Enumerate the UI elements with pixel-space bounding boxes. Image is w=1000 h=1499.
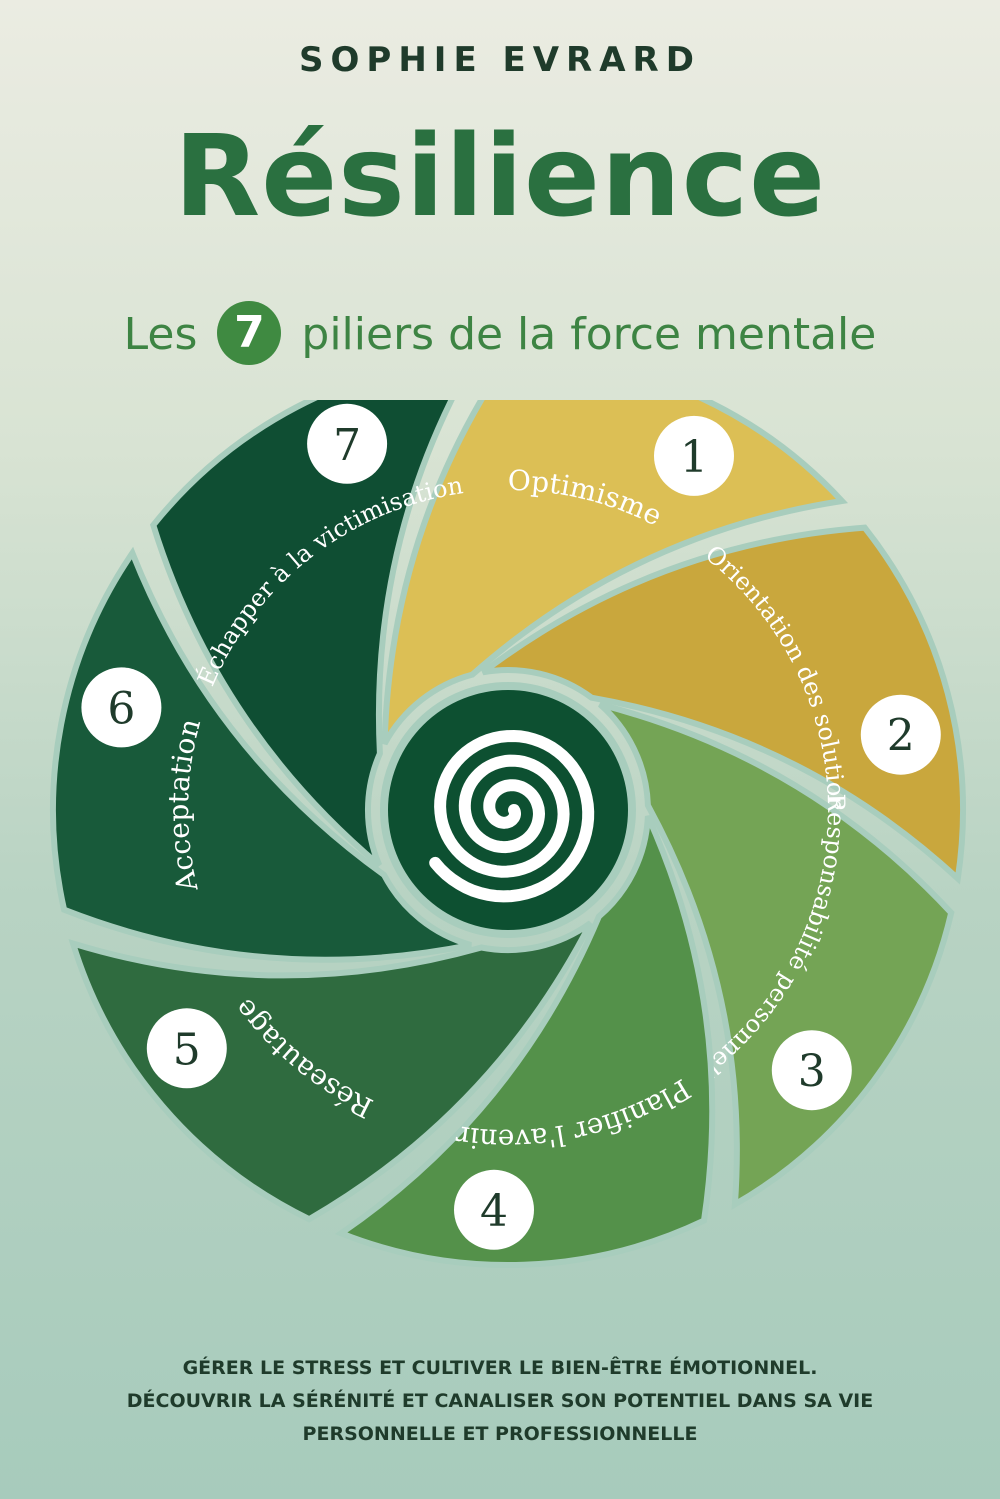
badge-number: 4 bbox=[480, 1186, 508, 1237]
badge-number: 1 bbox=[680, 432, 708, 483]
pillar-segment-1 bbox=[381, 400, 849, 746]
badge-circle bbox=[81, 667, 162, 748]
spiral-icon bbox=[429, 729, 595, 903]
badge-number: 2 bbox=[887, 711, 915, 762]
badge-circle bbox=[146, 1008, 227, 1089]
pillar-segment-7 bbox=[149, 400, 455, 868]
badge-number: 5 bbox=[173, 1024, 201, 1075]
badge-circle bbox=[771, 1030, 852, 1111]
pillar-number-badge-1: 1 bbox=[654, 415, 734, 496]
badge-number: 3 bbox=[798, 1046, 826, 1097]
subtitle-number-badge: 7 bbox=[217, 301, 282, 365]
tagline-line-2: DÉCOUVRIR LA SÉRÉNITÉ ET CANALISER SON P… bbox=[126, 1390, 874, 1412]
pillar-segment-3 bbox=[598, 701, 955, 1210]
badge-circle bbox=[860, 694, 941, 775]
book-tagline: GÉRER LE STRESS ET CULTIVER LE BIEN-ÊTRE… bbox=[40, 1352, 960, 1451]
tagline-line-3: PERSONNELLE ET PROFESSIONNELLE bbox=[302, 1423, 698, 1445]
badge-circle bbox=[654, 415, 734, 496]
tagline-line-1: GÉRER LE STRESS ET CULTIVER LE BIEN-ÊTRE… bbox=[182, 1357, 818, 1379]
subtitle-suffix: piliers de la force mentale bbox=[301, 309, 877, 360]
book-title: Résilience bbox=[173, 112, 827, 242]
badge-number: 7 bbox=[333, 420, 361, 471]
pillar-badges: 1 2 3 4 5 6 7 bbox=[81, 403, 941, 1250]
pillar-segment-4 bbox=[334, 814, 716, 1268]
badge-circle bbox=[307, 403, 388, 484]
center-disc bbox=[380, 682, 636, 938]
pillar-number-badge-6: 6 bbox=[81, 667, 162, 748]
badge-number: 6 bbox=[107, 683, 135, 734]
pillar-number-badge-5: 5 bbox=[146, 1008, 227, 1089]
pillar-number-badge-3: 3 bbox=[771, 1030, 852, 1111]
subtitle-prefix: Les bbox=[123, 309, 198, 360]
author-name: SOPHIE EVRARD bbox=[299, 40, 701, 80]
pillar-number-badge-7: 7 bbox=[307, 403, 388, 484]
pillar-segment-6 bbox=[50, 546, 472, 963]
badge-circle bbox=[454, 1169, 534, 1250]
pillar-number-badge-2: 2 bbox=[860, 694, 941, 775]
pillar-segment-5 bbox=[68, 920, 594, 1223]
book-subtitle: Les 7 piliers de la force mentale bbox=[0, 301, 1000, 369]
pillar-segment-2 bbox=[480, 524, 966, 885]
pillar-number-badge-4: 4 bbox=[454, 1169, 534, 1250]
